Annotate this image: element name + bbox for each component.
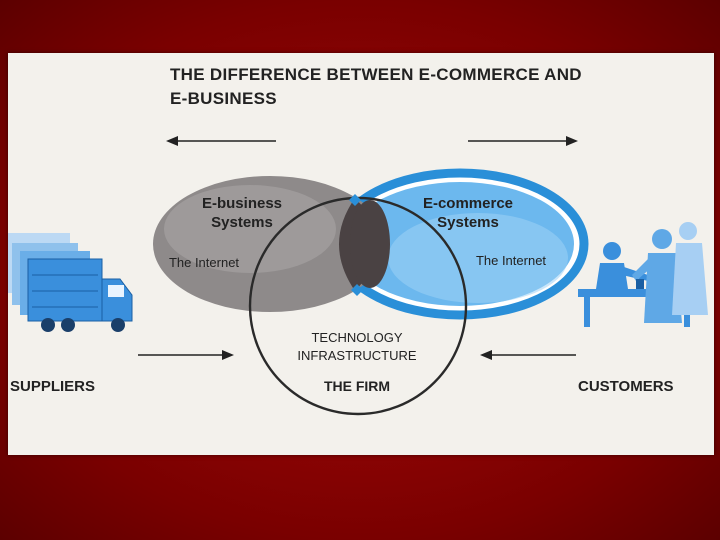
technology-label-line2: INFRASTRUCTURE [297, 348, 416, 363]
ecommerce-internet-label: The Internet [476, 253, 546, 268]
top-left-arrow [166, 136, 276, 146]
customers-icon [578, 222, 708, 327]
firm-label: THE FIRM [324, 378, 390, 394]
truck-icon [8, 233, 133, 332]
ebusiness-internet-label: The Internet [169, 255, 239, 270]
technology-label-line1: TECHNOLOGY [311, 330, 402, 345]
right-arrow [480, 350, 576, 360]
diagram-title-line2: E-BUSINESS [170, 89, 277, 108]
suppliers-label: SUPPLIERS [10, 378, 95, 395]
ecommerce-label-line1: E-commerce [423, 195, 513, 212]
overlap-region [339, 198, 390, 291]
ebusiness-label-line2: Systems [211, 214, 273, 231]
ecommerce-ellipse [331, 168, 589, 320]
ecommerce-label-line2: Systems [437, 214, 499, 231]
left-arrow [138, 350, 234, 360]
ebusiness-label-line1: E-business [202, 195, 282, 212]
customers-label: CUSTOMERS [578, 378, 674, 395]
top-right-arrow [468, 136, 578, 146]
slide-frame: THE DIFFERENCE BETWEEN E-COMMERCE AND E-… [8, 53, 714, 455]
diamond-marker-top [349, 194, 361, 206]
venn-diagram: E-business Systems The Internet E-commer… [8, 136, 708, 416]
diagram-title-line1: THE DIFFERENCE BETWEEN E-COMMERCE AND [170, 65, 582, 84]
diamond-marker-bottom [351, 284, 363, 296]
